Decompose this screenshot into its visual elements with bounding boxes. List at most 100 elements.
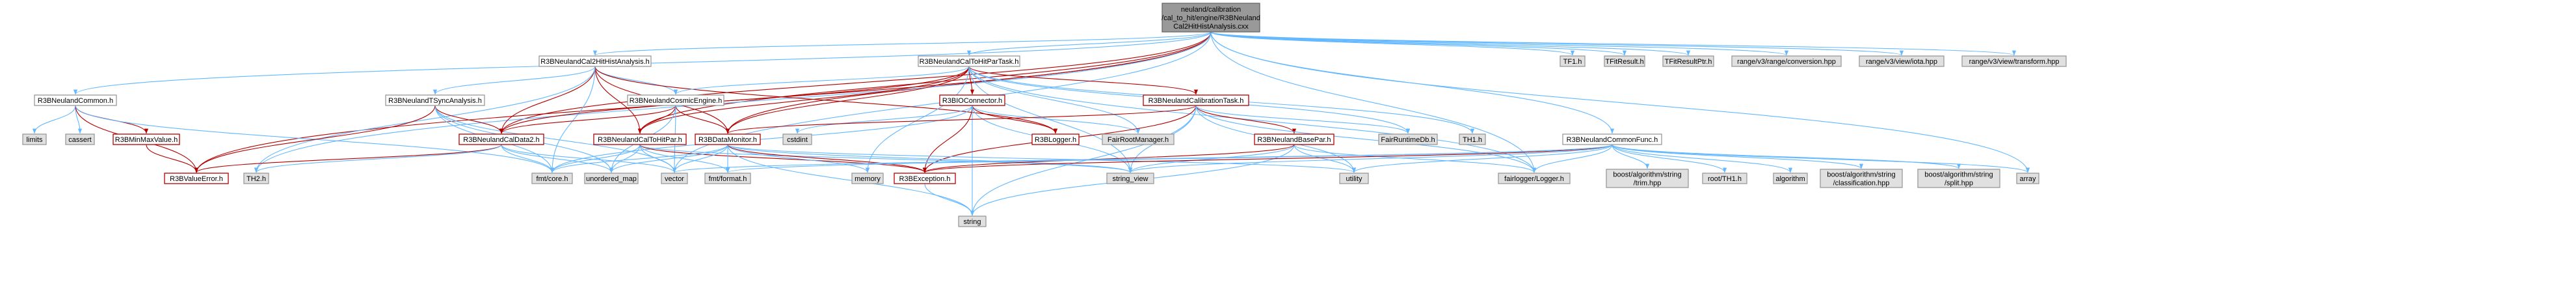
node-array: array	[2016, 173, 2039, 184]
node-tsync[interactable]: R3BNeulandTSyncAnalysis.h	[385, 94, 485, 106]
edge-line	[1294, 144, 1536, 173]
node-label: algorithm	[1775, 175, 1805, 183]
node-box	[584, 173, 639, 184]
edge-line	[1210, 31, 1690, 56]
node-commonfunc[interactable]: R3BNeulandCommonFunc.h	[1562, 133, 1662, 145]
node-algorithm: algorithm	[1773, 173, 1808, 184]
node-box	[1162, 3, 1260, 33]
node-logger[interactable]: R3BLogger.h	[1031, 133, 1080, 145]
edge-commonfunc-to-fairlogger	[1532, 144, 1613, 173]
edge-line	[1612, 144, 1792, 173]
node-limits: limits	[22, 133, 47, 145]
edge-line	[550, 144, 641, 173]
node-caltohitpar[interactable]: R3BNeulandCalToHitPar.h	[593, 133, 687, 145]
edge-line	[1195, 105, 1410, 134]
node-box	[695, 133, 761, 145]
node-cosmic[interactable]: R3BNeulandCosmicEngine.h	[627, 94, 724, 106]
edge-line	[972, 105, 1140, 134]
edge-line	[32, 105, 76, 134]
edge-line	[1352, 144, 1613, 173]
node-tfitresultptr: TFitResultPtr.h	[1662, 55, 1714, 67]
node-box	[1560, 55, 1586, 67]
node-label: memory	[855, 175, 881, 183]
edge-line	[637, 105, 676, 134]
node-label: R3BException.h	[899, 175, 951, 183]
node-string: string	[958, 216, 987, 227]
node-box	[851, 173, 884, 184]
edge-line	[1128, 144, 1295, 173]
node-label: R3BIOConnector.h	[942, 97, 1002, 105]
edge-line	[254, 31, 1212, 173]
node-label: range/v3/view/iota.hpp	[1866, 58, 1937, 66]
edge-line	[550, 66, 596, 173]
edge-common-to-limits	[32, 105, 76, 134]
node-box	[782, 133, 812, 145]
node-box	[958, 216, 987, 227]
node-partask[interactable]: R3BNeulandCalToHitParTask.h	[918, 55, 1020, 67]
edge-line	[1210, 31, 2030, 173]
node-label: R3BLogger.h	[1035, 136, 1076, 144]
node-label: unordered_map	[586, 175, 637, 183]
node-box	[1459, 133, 1486, 145]
edge-datamonitor-to-utility	[727, 144, 1356, 173]
node-label: string	[964, 218, 981, 226]
node-label: R3BNeulandCommonFunc.h	[1567, 136, 1658, 144]
dependency-edges	[32, 31, 2030, 216]
edge-line	[594, 66, 643, 134]
node-box	[1031, 133, 1080, 145]
node-valueerror[interactable]: R3BValueError.h	[164, 173, 229, 184]
node-caldata2[interactable]: R3BNeulandCalData2.h	[458, 133, 544, 145]
edge-commonfunc-to-fmtformat	[726, 144, 1613, 173]
edge-baspar-to-stringview	[1128, 144, 1295, 173]
edge-root-to-tfitresultptr	[1210, 31, 1690, 56]
node-exception[interactable]: R3BException.h	[894, 173, 956, 184]
edge-tsync-to-valueerror	[194, 105, 436, 173]
edge-caltohitpar-to-fmtcore	[550, 144, 641, 173]
edge-commonfunc-to-classification	[1612, 144, 1863, 169]
node-label: TH2.h	[246, 175, 266, 183]
edge-line	[1195, 105, 1297, 134]
edge-line	[499, 66, 970, 134]
edge-partask-to-stringview	[968, 66, 1133, 173]
edge-commonfunc-to-exception	[923, 144, 1613, 173]
node-minmax[interactable]: R3BMinMaxValue.h	[113, 133, 180, 145]
edge-line	[594, 66, 678, 95]
node-box	[458, 133, 544, 145]
edge-line	[501, 144, 614, 173]
node-riota: range/v3/view/iota.hpp	[1859, 55, 1945, 67]
node-th1: TH1.h	[1459, 133, 1486, 145]
edge-baspar-to-utility	[1294, 144, 1357, 173]
node-box	[894, 173, 956, 184]
edge-histanalysis-to-logger	[594, 66, 1057, 134]
node-label: array	[2019, 175, 2036, 183]
node-baspar[interactable]: R3BNeulandBasePar.h	[1254, 133, 1334, 145]
node-label: /trim.hpp	[1634, 180, 1662, 188]
node-ioconnector[interactable]: R3BIOConnector.h	[939, 94, 1005, 106]
node-box	[113, 133, 180, 145]
node-rconversion: range/v3/range/conversion.hpp	[1731, 55, 1842, 67]
node-histanalysis[interactable]: R3BNeulandCal2HitHistAnalysis.h	[538, 55, 652, 67]
node-label: TFitResult.h	[1605, 58, 1643, 66]
node-classification: boost/algorithm/string/classification.hp…	[1820, 169, 1903, 188]
node-label: TH1.h	[1463, 136, 1482, 144]
edge-line	[550, 105, 973, 173]
edge-line	[638, 31, 1212, 134]
node-calibtask[interactable]: R3BNeulandCalibrationTask.h	[1143, 94, 1249, 106]
node-common[interactable]: R3BNeulandCommon.h	[34, 94, 117, 106]
edge-line	[499, 66, 596, 134]
node-label: range/v3/range/conversion.hpp	[1737, 58, 1836, 66]
node-label: R3BNeulandCalData2.h	[463, 136, 539, 144]
node-datamonitor[interactable]: R3BDataMonitor.h	[695, 133, 761, 145]
edge-caldata2-to-unorderedmap	[501, 144, 614, 173]
edge-line	[434, 105, 504, 134]
edge-line	[727, 144, 1132, 173]
node-trim: boost/algorithm/string/trim.hpp	[1606, 169, 1689, 188]
edge-calibtask-to-datamonitor	[726, 105, 1197, 134]
edge-line	[1210, 31, 1788, 56]
node-box	[1702, 173, 1747, 184]
node-root[interactable]: neuland/calibration/cal_to_hit/engine/R3…	[1162, 3, 1260, 33]
node-label: R3BNeulandBasePar.h	[1257, 136, 1331, 144]
edge-caldata2-to-valueerror	[194, 144, 502, 173]
edge-commonfunc-to-algorithm	[1612, 144, 1792, 173]
node-box	[531, 173, 573, 184]
